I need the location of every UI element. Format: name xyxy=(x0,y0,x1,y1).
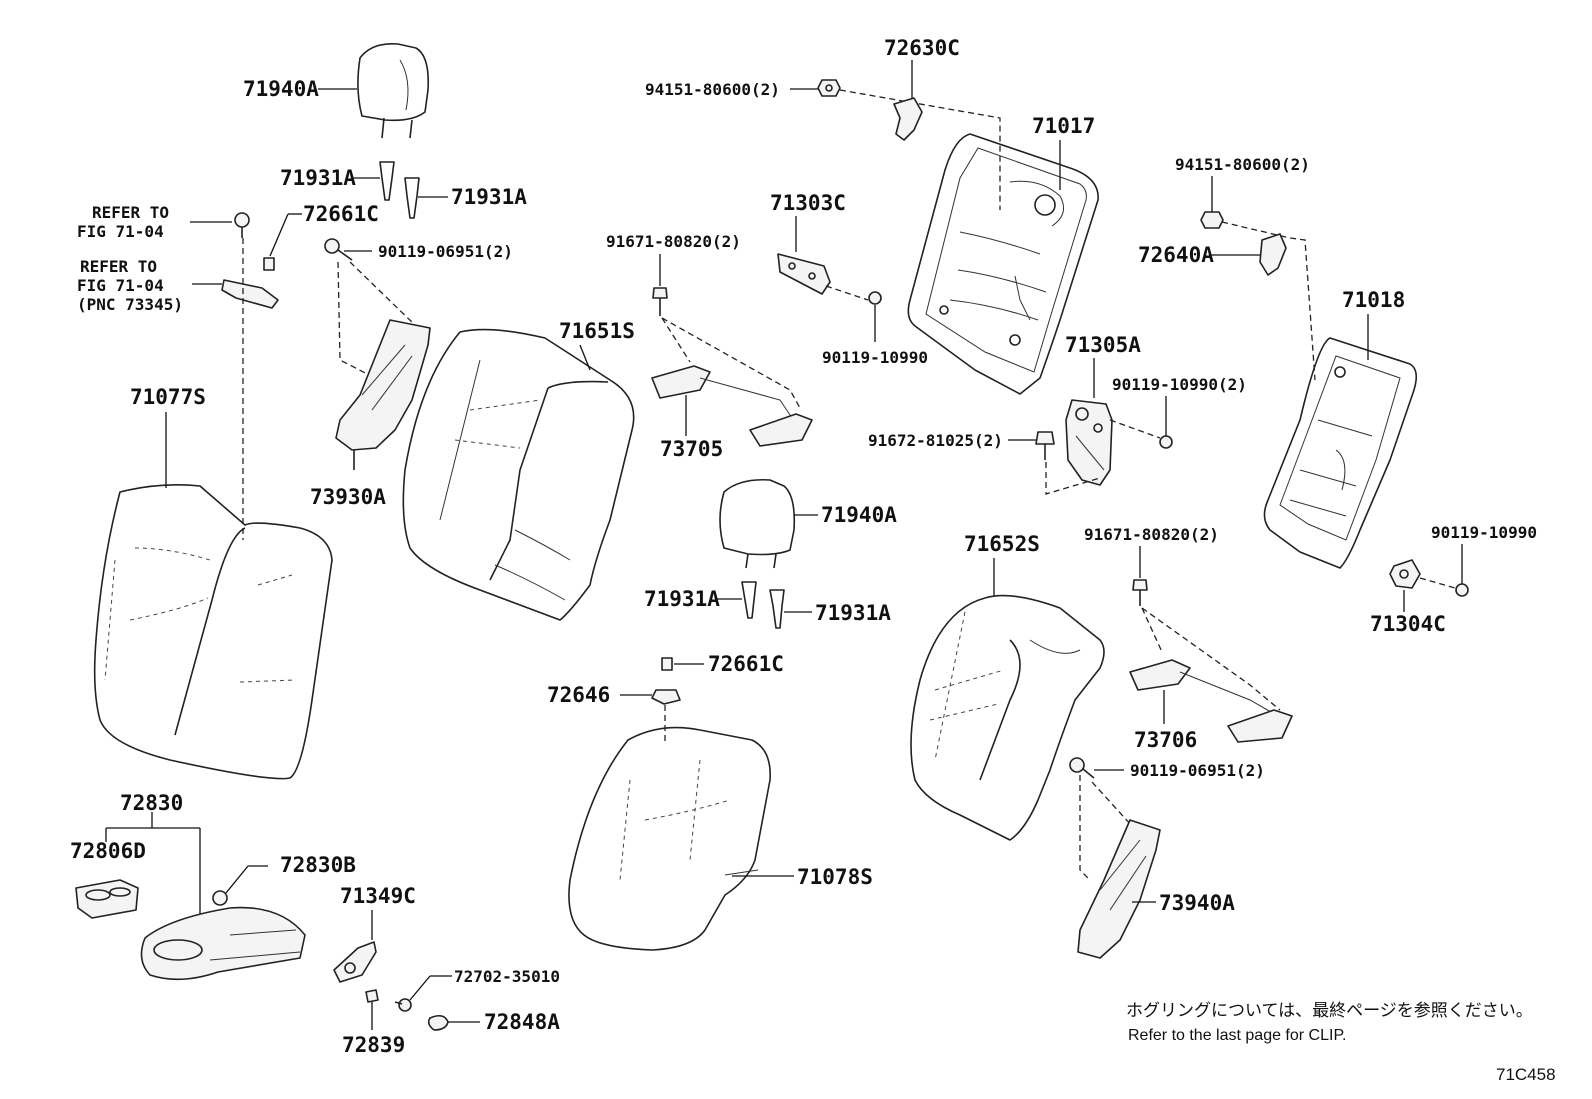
heater-73705-illustration xyxy=(651,365,813,447)
label-73705: 73705 xyxy=(660,437,723,461)
pad-72848A-illustration xyxy=(427,1014,449,1031)
trim-piece-illustration xyxy=(221,279,279,309)
label-72630C: 72630C xyxy=(884,36,960,60)
refer-to-2-line2: FIG 71-04 xyxy=(77,276,164,295)
label-90119-10990-2: 90119-10990(2) xyxy=(1112,375,1247,394)
label-73930A: 73930A xyxy=(310,485,386,509)
label-91671-80820-center: 91671-80820(2) xyxy=(606,232,741,251)
bolt-90119-10990-center-illustration xyxy=(868,291,882,305)
bolt-91671-center-illustration xyxy=(652,287,668,316)
seatbelt-retractor-left-illustration xyxy=(335,319,431,470)
refer-to-2-line3: (PNC 73345) xyxy=(77,295,183,314)
cupholder-72806D-illustration xyxy=(75,879,139,919)
seatback-71077S-illustration xyxy=(93,484,333,780)
label-72848A: 72848A xyxy=(484,1010,560,1034)
seatbelt-retractor-right-illustration xyxy=(1077,819,1161,959)
bracket-71305A-illustration xyxy=(1065,399,1113,486)
clip-72830B-illustration xyxy=(212,890,228,906)
armrest-72830-illustration xyxy=(140,906,306,981)
hinge-plate-71303C-illustration xyxy=(777,253,831,295)
note-japanese: ホグリングについては、最終ページを参照ください。 xyxy=(1126,1001,1533,1021)
label-90119-10990-right: 90119-10990 xyxy=(1431,523,1537,542)
refer-to-1-line2: FIG 71-04 xyxy=(77,222,164,241)
label-90119-06951-right: 90119-06951(2) xyxy=(1130,761,1265,780)
label-72702-35010: 72702-35010 xyxy=(454,967,560,986)
label-73706: 73706 xyxy=(1134,728,1197,752)
headrest-center-illustration xyxy=(719,478,796,569)
label-72830B: 72830B xyxy=(280,853,356,877)
label-91672-81025: 91672-81025(2) xyxy=(868,431,1003,450)
pad-72839-illustration xyxy=(365,989,379,1003)
note-english: Refer to the last page for CLIP. xyxy=(1128,1027,1347,1044)
label-71349C: 71349C xyxy=(340,884,416,908)
bracket-72640A-illustration xyxy=(1259,233,1287,276)
seat-cover-71651S-illustration xyxy=(402,328,635,621)
headrest-left-illustration xyxy=(357,42,430,139)
label-72661C-left: 72661C xyxy=(303,202,379,226)
screw-fig71-illustration xyxy=(234,212,250,238)
bracket-72630C-illustration xyxy=(893,97,923,141)
label-71931A-center-2: 71931A xyxy=(815,601,891,625)
label-71931A-left-2: 71931A xyxy=(451,185,527,209)
label-71940A-left: 71940A xyxy=(243,77,319,101)
refer-to-2-line1: REFER TO xyxy=(80,257,157,276)
label-72839: 72839 xyxy=(342,1033,405,1057)
label-71017: 71017 xyxy=(1032,114,1095,138)
headrest-guide-center-illustration xyxy=(741,581,785,629)
bolt-90119-10990-right-illustration xyxy=(1159,435,1173,449)
headrest-guide-left-illustration xyxy=(379,161,420,219)
bolt-90119-10990-r-illustration xyxy=(1455,583,1469,597)
seat-frame-71017-illustration xyxy=(907,133,1099,395)
seat-cover-71652S-illustration xyxy=(910,594,1105,841)
bolt-91671-right-illustration xyxy=(1132,579,1148,606)
label-90119-10990-center: 90119-10990 xyxy=(822,348,928,367)
label-71931A-center-1: 71931A xyxy=(644,587,720,611)
hinge-71349C-illustration xyxy=(333,941,377,983)
label-94151-80600-top: 94151-80600(2) xyxy=(645,80,780,99)
label-71940A-center: 71940A xyxy=(821,503,897,527)
label-94151-80600-right: 94151-80600(2) xyxy=(1175,155,1310,174)
label-72661C-center: 72661C xyxy=(708,652,784,676)
label-71651S: 71651S xyxy=(559,319,635,343)
label-71303C: 71303C xyxy=(770,191,846,215)
bolt-91672-illustration xyxy=(1035,431,1055,460)
label-91671-80820-right: 91671-80820(2) xyxy=(1084,525,1219,544)
label-71078S: 71078S xyxy=(797,865,873,889)
figure-code: 71C458 xyxy=(1496,1065,1556,1084)
nut-94151-top-illustration xyxy=(817,79,841,97)
label-71652S: 71652S xyxy=(964,532,1040,556)
label-71931A-left-1: 71931A xyxy=(280,166,356,190)
label-71305A: 71305A xyxy=(1065,333,1141,357)
label-71077S: 71077S xyxy=(130,385,206,409)
label-71018: 71018 xyxy=(1342,288,1405,312)
bolt-90119-06951-right-illustration xyxy=(1069,757,1095,779)
label-72646: 72646 xyxy=(547,683,610,707)
label-71304C: 71304C xyxy=(1370,612,1446,636)
seat-frame-71018-illustration xyxy=(1263,337,1418,569)
bolt-90119-06951-left-illustration xyxy=(324,238,353,261)
clip-72646-illustration xyxy=(651,689,681,705)
refer-to-1-line1: REFER TO xyxy=(92,203,169,222)
seatback-71078S-illustration xyxy=(568,726,771,951)
label-72806D: 72806D xyxy=(70,839,146,863)
screw-72702-35010-illustration xyxy=(394,998,412,1012)
label-90119-06951-left: 90119-06951(2) xyxy=(378,242,513,261)
label-72830: 72830 xyxy=(120,791,183,815)
heater-73706-illustration xyxy=(1129,659,1293,743)
label-73940A: 73940A xyxy=(1159,891,1235,915)
hinge-71304C-illustration xyxy=(1389,559,1421,589)
nut-94151-right-illustration xyxy=(1200,211,1224,229)
label-72640A: 72640A xyxy=(1138,243,1214,267)
